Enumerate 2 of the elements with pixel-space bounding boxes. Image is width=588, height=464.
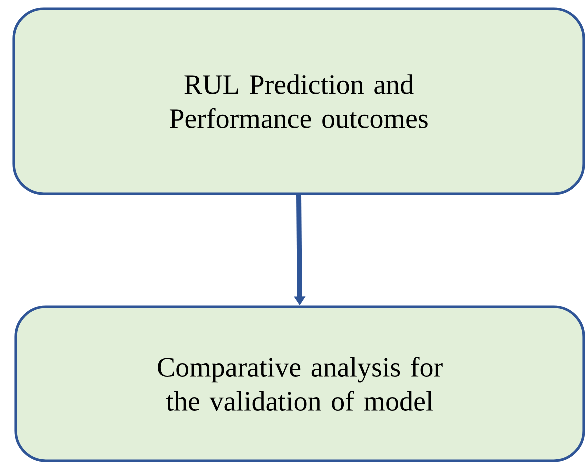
- process-box: RUL Prediction and Performance outcomes: [12, 8, 586, 196]
- process-box: Comparative analysis for the validation of model: [14, 306, 586, 462]
